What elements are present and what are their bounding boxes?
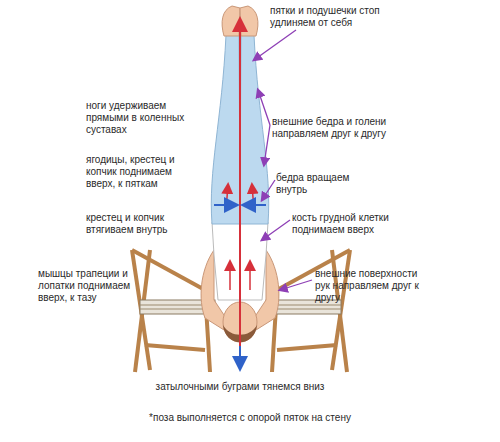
annotation-label: внешние поверхности рук направляем друг … bbox=[315, 268, 433, 304]
annotation-label: ноги удерживаем прямыми в коленных суста… bbox=[86, 100, 188, 136]
annotation-label: затылочными буграми тянемся вниз bbox=[140, 381, 340, 393]
footnote: *поза выполняется с опорой пяток на стен… bbox=[120, 412, 380, 424]
annotation-label: пятки и подушечки стоп удлиняем от себя bbox=[270, 5, 388, 29]
rotate-arrows bbox=[214, 204, 266, 206]
lift-arrows bbox=[226, 185, 254, 290]
annotation-label: внешние бедра и голени направляем друг к… bbox=[272, 116, 407, 140]
annotation-label: крестец и копчик втягиваем внутрь bbox=[86, 212, 186, 236]
annotation-label: ягодицы, крестец и копчик поднимаем ввер… bbox=[86, 154, 186, 190]
foot bbox=[240, 6, 258, 36]
annotation-label: бедра вращаем внутрь bbox=[276, 172, 356, 196]
leader-arrows bbox=[254, 30, 312, 290]
axis-line bbox=[239, 20, 241, 350]
foot bbox=[222, 6, 240, 36]
axis-arrow bbox=[239, 346, 241, 368]
annotation-label: кость грудной клетки поднимаем вверх bbox=[292, 212, 412, 236]
annotation-label: мышцы трапеции и лопатки поднимаем вверх… bbox=[38, 268, 136, 304]
